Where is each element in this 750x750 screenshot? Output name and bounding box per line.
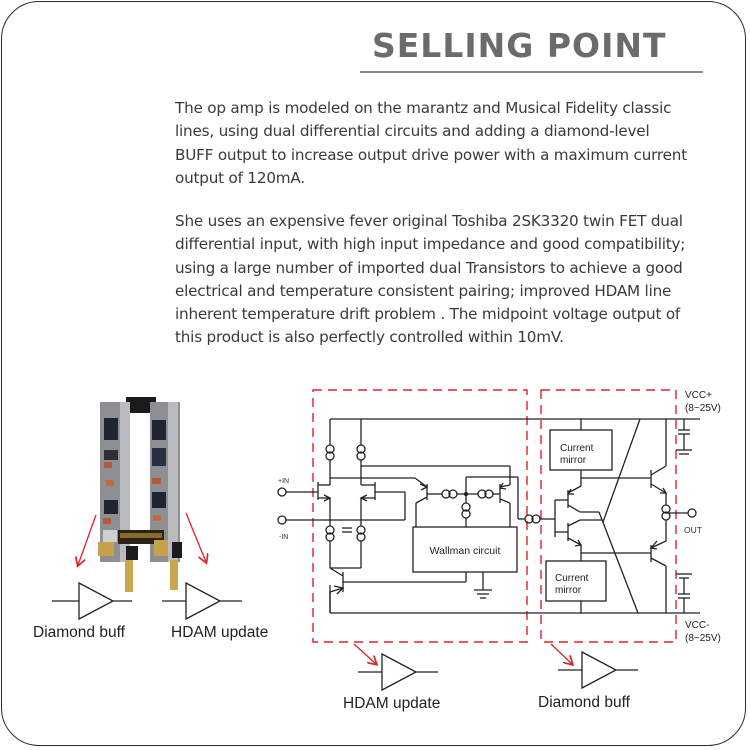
title-underline: [360, 71, 703, 73]
paragraph-details: She uses an expensive fever original Tos…: [175, 212, 686, 347]
wallman-block: [412, 526, 518, 573]
label-out: OUT: [684, 525, 702, 535]
current-mirror-top-line1: Current: [560, 443, 594, 454]
label-minus-in: -IN: [279, 534, 288, 541]
label-vcc-minus: VCC-: [685, 620, 709, 631]
current-mirror-bottom: [545, 560, 607, 602]
product-photo: [98, 397, 182, 592]
pcb-pin: [125, 560, 133, 592]
wallman-label: Wallman circuit: [430, 545, 501, 557]
buffer-symbol-diamond-section: [558, 650, 638, 690]
buffer-symbol-hdam-section: [358, 652, 438, 692]
page-title: SELLING POINT: [372, 26, 667, 65]
hdam-section-box: [312, 389, 528, 643]
current-mirror-bottom-line1: Current: [555, 573, 589, 584]
buffer-symbol-diamond: [52, 581, 132, 621]
arrow-hdam-section: [353, 643, 376, 664]
section-label-hdam: HDAM update: [343, 695, 440, 712]
label-hdam-update: HDAM update: [171, 624, 268, 641]
schematic-wiring: [282, 418, 700, 614]
arrow-diamond-section: [550, 643, 572, 664]
label-vcc-minus-range: (8~25V): [685, 633, 721, 644]
arrow-hdam: [185, 512, 206, 562]
label-diamond-buff: Diamond buff: [33, 624, 126, 641]
input-minus-terminal: [277, 515, 287, 525]
paragraph-intro: The op amp is modeled on the marantz and…: [175, 99, 687, 187]
output-terminal: [687, 508, 697, 518]
label-vcc-plus-range: (8~25V): [685, 403, 721, 414]
diamond-buff-section-box: [540, 389, 677, 643]
current-mirror-top-line2: mirror: [560, 455, 587, 466]
label-vcc-plus: VCC+: [685, 390, 712, 401]
input-plus-terminal: [277, 487, 287, 497]
current-mirror-bottom-line2: mirror: [555, 585, 582, 596]
buffer-symbol-hdam: [162, 581, 242, 621]
arrow-diamond-buff: [78, 514, 97, 565]
pcb-top-chip: [126, 397, 156, 413]
section-label-diamond: Diamond buff: [538, 694, 631, 711]
pcb-pin: [170, 560, 178, 590]
label-plus-in: +IN: [278, 478, 289, 485]
